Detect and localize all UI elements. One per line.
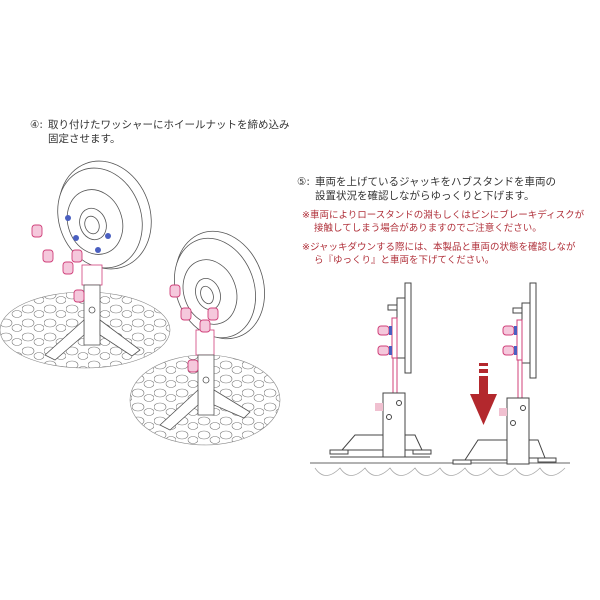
wheel-nuts-2 xyxy=(169,284,219,373)
ground-surface xyxy=(310,462,570,476)
note-mark: ※ xyxy=(302,210,310,221)
step-5-instruction: ⑤: 車両を上げているジャッキをハブスタンドを車両の 設置状況を確認しながらゆっく… xyxy=(297,175,556,203)
step-5-number: ⑤: xyxy=(297,176,310,188)
note-2-line2: ら『ゆっくり』と車両を下げてください。 xyxy=(314,255,495,266)
note-2-line1: ジャッキダウンする際には、本製品と車両の状態を確認しなが xyxy=(309,242,576,253)
step-5-line2: 設置状況を確認しながらゆっくりと下げます。 xyxy=(315,190,535,202)
step-5-line1: 車両を上げているジャッキをハブスタンドを車両の xyxy=(315,176,556,188)
isometric-hub-stand-illustrations xyxy=(0,160,281,446)
side-view-raised xyxy=(329,282,432,458)
brake-disc-2 xyxy=(174,230,265,340)
step-4-line2: 固定させます。 xyxy=(48,133,121,145)
step-4-number: ④: xyxy=(30,119,43,131)
hub-stand-2 xyxy=(159,329,251,431)
note-1-line2: 接触してしまう場合がありますのでご注意ください。 xyxy=(314,223,542,234)
step-4-line1: 取り付けたワッシャーにホイールナットを締め込み xyxy=(48,119,290,131)
nuts-raised xyxy=(375,325,392,411)
note-1-line1: 車両によりロースタンドの淵もしくはピンにブレーキディスクが xyxy=(309,210,585,221)
down-arrow-icon xyxy=(470,363,497,425)
caution-note-1: ※車両によりロースタンドの淵もしくはピンにブレーキディスクが 接触してしまう場合… xyxy=(302,209,584,235)
brake-disc-1 xyxy=(57,160,152,270)
nuts-lowered xyxy=(499,325,517,416)
note-mark: ※ xyxy=(302,242,310,253)
side-view-lowering-illustration xyxy=(310,282,570,476)
wheel-nuts-1 xyxy=(31,224,85,303)
washers-1 xyxy=(65,215,111,253)
step-4-instruction: ④: 取り付けたワッシャーにホイールナットを締め込み 固定させます。 xyxy=(30,118,290,146)
side-view-lowered xyxy=(452,282,557,465)
caution-note-2: ※ジャッキダウンする際には、本製品と車両の状態を確認しなが ら『ゆっくり』と車両… xyxy=(302,241,576,267)
hub-stand-1 xyxy=(44,264,141,361)
